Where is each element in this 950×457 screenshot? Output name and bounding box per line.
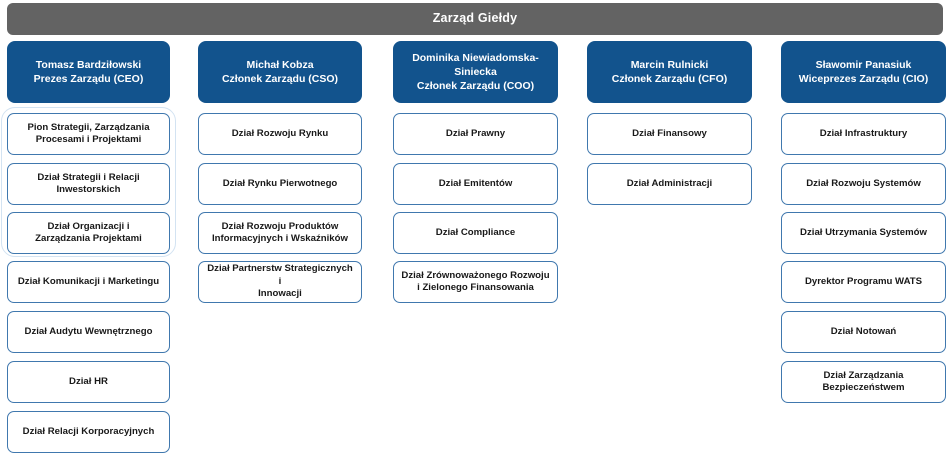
unit-label-line: Dział Administracji bbox=[626, 177, 713, 189]
unit-box[interactable]: Dział Utrzymania Systemów bbox=[781, 212, 946, 254]
unit-label-line: Dział Emitentów bbox=[438, 177, 513, 189]
unit-label: Dział Emitentów bbox=[439, 178, 513, 191]
unit-label-line: Dział Rynku Pierwotnego bbox=[222, 177, 338, 189]
executive-role: Wiceprezes Zarządu (CIO) bbox=[798, 73, 929, 85]
unit-label: Dział Komunikacji i Marketingu bbox=[18, 276, 159, 289]
executive-role: Członek Zarządu (CFO) bbox=[611, 73, 728, 85]
unit-box[interactable]: Dział Audytu Wewnętrznego bbox=[7, 311, 170, 353]
unit-label-line: Dział Utrzymania Systemów bbox=[800, 226, 927, 238]
unit-label-line: Bezpieczeństwem bbox=[822, 382, 905, 393]
executive-name: Michał Kobza bbox=[246, 59, 314, 71]
unit-label-line: Innowacji bbox=[258, 288, 302, 300]
unit-label: Dział Relacji Korporacyjnych bbox=[23, 426, 155, 439]
unit-label-line: Dział Komunikacji i Marketingu bbox=[17, 275, 160, 287]
unit-box[interactable]: Dyrektor Programu WATS bbox=[781, 261, 946, 303]
unit-label: Dział Rozwoju Systemów bbox=[806, 178, 921, 191]
unit-box[interactable]: Dział Notowań bbox=[781, 311, 946, 353]
unit-box[interactable]: Dział Prawny bbox=[393, 113, 558, 155]
board-header-title: Zarząd Giełdy bbox=[432, 11, 518, 26]
unit-label: Dział Rynku Pierwotnego bbox=[223, 178, 338, 191]
executive-name: Marcin Rulnicki bbox=[630, 59, 709, 71]
unit-box[interactable]: Dział Rynku Pierwotnego bbox=[198, 163, 362, 205]
board-header-bar: Zarząd Giełdy bbox=[7, 3, 943, 35]
executive-name: Sławomir Panasiuk bbox=[815, 59, 912, 71]
unit-label: Dział Notowań bbox=[831, 326, 897, 339]
unit-box[interactable]: Dział Administracji bbox=[587, 163, 752, 205]
unit-label-line: Pion Strategii, Zarządzania bbox=[27, 121, 150, 133]
unit-label-line: Informacyjnych i Wskaźników bbox=[212, 233, 348, 244]
unit-label: Dział Rozwoju Rynku bbox=[232, 128, 328, 141]
unit-label-line: Dział HR bbox=[69, 375, 108, 387]
unit-label-line: Dział Rozwoju Rynku bbox=[231, 127, 329, 139]
unit-box[interactable]: Dział Relacji Korporacyjnych bbox=[7, 411, 170, 453]
unit-label: Dział Infrastruktury bbox=[820, 128, 907, 141]
strategy-group-outline bbox=[1, 107, 176, 257]
unit-label-line: Dział Compliance bbox=[435, 226, 516, 238]
unit-box[interactable]: Dział HR bbox=[7, 361, 170, 403]
executive-role: Członek Zarządu (COO) bbox=[416, 80, 535, 92]
unit-box[interactable]: Dział Emitentów bbox=[393, 163, 558, 205]
unit-label: Dział Prawny bbox=[446, 128, 505, 141]
unit-label-line: Dział Prawny bbox=[445, 127, 506, 139]
executive-name: Dominika Niewiadomska- bbox=[412, 52, 539, 64]
unit-label: Dział Compliance bbox=[436, 227, 515, 240]
unit-box[interactable]: Dział Compliance bbox=[393, 212, 558, 254]
unit-label-line: Procesami i Projektami bbox=[35, 134, 142, 145]
unit-label-line: Dział Audytu Wewnętrznego bbox=[24, 325, 153, 337]
executive-role: Prezes Zarządu (CEO) bbox=[33, 73, 144, 85]
executive-role: Siniecka bbox=[454, 66, 497, 78]
unit-box[interactable]: Dział Rozwoju Rynku bbox=[198, 113, 362, 155]
unit-box[interactable]: Dział Komunikacji i Marketingu bbox=[7, 261, 170, 303]
unit-label-line: Dział Relacji Korporacyjnych bbox=[22, 425, 155, 437]
unit-label: Dział Utrzymania Systemów bbox=[800, 227, 927, 240]
executive-role: Członek Zarządu (CSO) bbox=[221, 73, 339, 85]
unit-label-line: Dział Rozwoju Systemów bbox=[806, 177, 921, 189]
unit-label-line: Dział Partnerstw Strategicznych i bbox=[207, 263, 353, 287]
unit-label-line: Dział Infrastruktury bbox=[819, 127, 908, 139]
unit-label: Dział HR bbox=[69, 376, 108, 389]
unit-label-line: Dział Zrównoważonego Rozwoju bbox=[401, 269, 550, 281]
unit-label-line: Dział Finansowy bbox=[632, 127, 707, 139]
unit-box[interactable]: Dział Rozwoju Systemów bbox=[781, 163, 946, 205]
unit-label: Dział Administracji bbox=[627, 178, 712, 191]
unit-label-line: Dział Organizacji i bbox=[47, 220, 130, 232]
unit-label-line: Dział Zarządzania bbox=[823, 369, 904, 381]
unit-label-line: Dział Rozwoju Produktów bbox=[221, 220, 339, 232]
unit-label-line: Dział Strategii i Relacji bbox=[37, 171, 140, 183]
executive-name: Tomasz Bardziłowski bbox=[35, 59, 142, 71]
unit-label: Dyrektor Programu WATS bbox=[805, 276, 922, 289]
unit-label: Dział Finansowy bbox=[632, 128, 707, 141]
unit-label-line: Inwestorskich bbox=[56, 184, 121, 195]
unit-label-line: Dyrektor Programu WATS bbox=[804, 275, 923, 287]
unit-box[interactable]: Dział Infrastruktury bbox=[781, 113, 946, 155]
unit-label-line: Dział Notowań bbox=[830, 325, 897, 337]
unit-label: Dział Audytu Wewnętrznego bbox=[25, 326, 153, 339]
unit-label-line: Zarządzania Projektami bbox=[35, 233, 142, 244]
unit-box[interactable]: Dział Finansowy bbox=[587, 113, 752, 155]
unit-label-line: i Zielonego Finansowania bbox=[417, 282, 534, 293]
